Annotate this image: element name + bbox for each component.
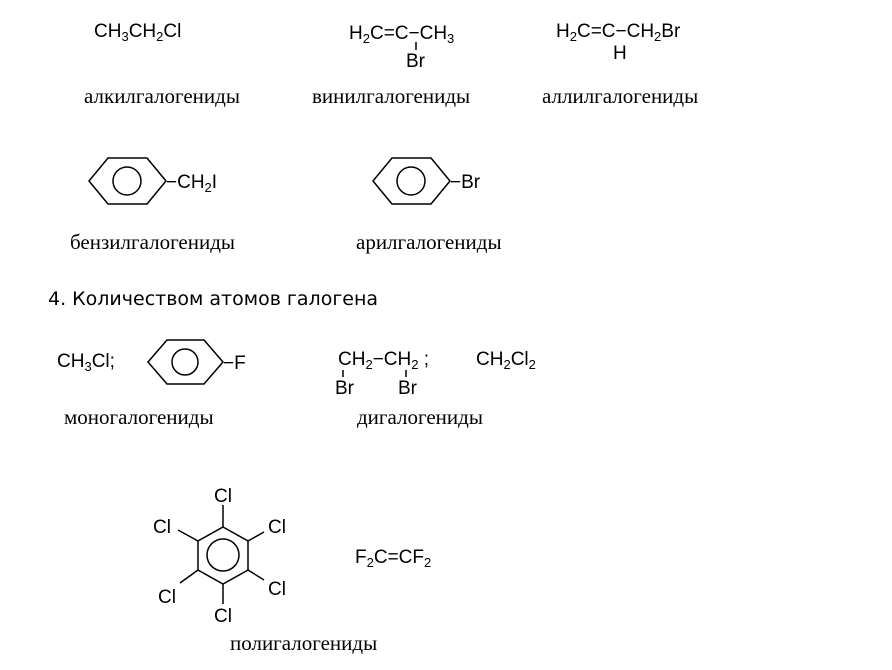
aryl-substituent: −Br [450, 172, 481, 193]
aryl-caption: арилгалогениды [356, 230, 502, 254]
hex-cl-bottom: Cl [214, 606, 232, 627]
tetrafluoroethylene-formula: F2C=CF2 [355, 547, 432, 570]
allyl-h-substituent: H [613, 43, 627, 64]
section-heading: 4. Количеством атомов галогена [48, 288, 379, 310]
allyl-formula: H2C=C−CH2Br [556, 21, 681, 44]
hex-cl-upper-right: Cl [268, 517, 286, 538]
aryl-benzene-ring [372, 157, 451, 205]
alkyl-caption: алкилгалогениды [84, 84, 240, 108]
di-br2-substituent: Br [398, 378, 417, 399]
poly-caption: полигалогениды [230, 631, 378, 655]
di-formula-dichloromethane: CH2Cl2 [476, 349, 536, 372]
di-formula-dibromoethane: CH2−CH2 ; [338, 349, 430, 372]
benzyl-caption: бензилгалогениды [70, 230, 236, 254]
benzyl-benzene-ring [88, 157, 167, 205]
vinyl-formula: H2C=C−CH3 [349, 23, 455, 46]
vinyl-caption: винилгалогениды [312, 84, 471, 108]
fluorobenzene-ring [147, 339, 224, 385]
benzyl-substituent: −CH2I [166, 172, 218, 195]
allyl-caption: аллилгалогениды [542, 84, 699, 108]
hex-cl-lower-left: Cl [158, 587, 176, 608]
hex-cl-lower-right: Cl [268, 579, 286, 600]
vinyl-br-substituent: Br [406, 51, 425, 72]
hexachlorobenzene-ring [177, 505, 265, 604]
alkyl-formula: CH3CH2Cl [94, 21, 182, 44]
hex-cl-upper-left: Cl [153, 517, 171, 538]
di-br1-substituent: Br [335, 378, 354, 399]
di-caption: дигалогениды [357, 405, 483, 429]
hex-cl-top: Cl [214, 486, 232, 507]
mono-caption: моногалогениды [64, 405, 214, 429]
fluoro-substituent: −F [223, 353, 246, 374]
mono-formula: CH3Cl; [57, 351, 115, 374]
